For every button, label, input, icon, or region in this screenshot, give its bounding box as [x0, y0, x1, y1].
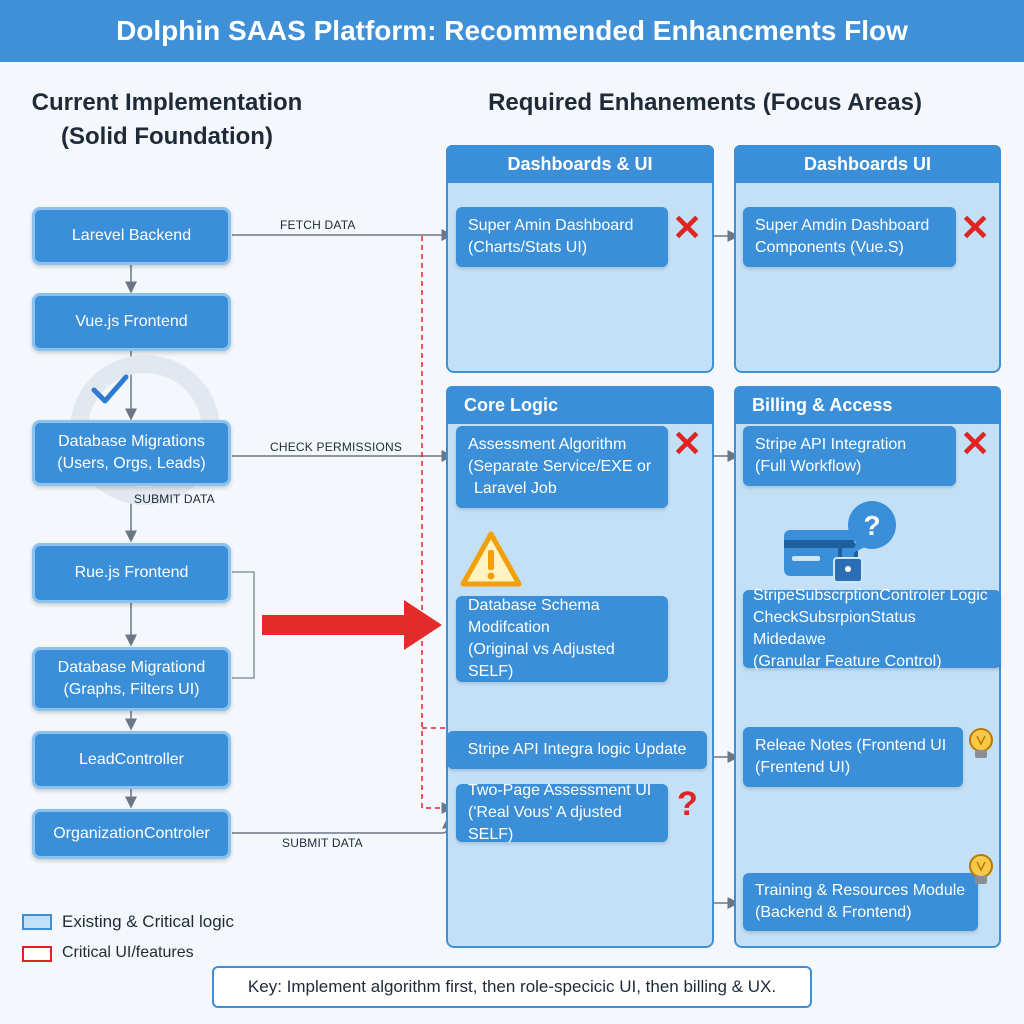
- card-line: Two-Page Assessment UI: [468, 782, 652, 799]
- card-line: (Separate Service/EXE or: [468, 458, 652, 475]
- card-line: Database Schema: [468, 597, 600, 614]
- credit-card-lock-icon: [780, 500, 905, 591]
- panel-dashboards-ui-2-title: Dashboards UI: [734, 145, 1001, 183]
- lightbulb-icon: [966, 726, 996, 769]
- key-note: Key: Implement algorithm first, then rol…: [212, 966, 812, 1008]
- card-line: ('Real Vous' A djusted SELF): [468, 804, 622, 843]
- x-mark-icon: ✕: [960, 423, 991, 464]
- card-super-amin-dashboard[interactable]: Super Amin Dashboard (Charts/Stats UI): [456, 207, 668, 267]
- card-line: Training & Resources Module: [755, 882, 966, 899]
- card-two-page-assessment[interactable]: Two-Page Assessment UI ('Real Vous' A dj…: [456, 782, 668, 843]
- card-stripe-subscription-controller[interactable]: StripeSubscrptionControler Logic CheckSu…: [743, 587, 1001, 670]
- node-laravel-backend[interactable]: Larevel Backend: [32, 207, 231, 265]
- heading-line-1: Current Implementation: [31, 89, 303, 116]
- node-database-migrationd[interactable]: Database Migrationd (Graphs, Filters UI): [32, 647, 231, 711]
- question-mark-icon: ?: [677, 785, 698, 823]
- x-mark-icon: ✕: [672, 423, 703, 464]
- legend-swatch-critical-ui: [22, 946, 52, 962]
- connector-label-check-permissions: CHECK PERMISSIONS: [270, 440, 403, 454]
- card-line: (Frentend UI): [755, 759, 851, 776]
- node-vuejs-frontend[interactable]: Vue.js Frontend: [32, 293, 231, 351]
- card-super-amdin-dashboard-components[interactable]: Super Amdin Dashboard Components (Vue.S): [743, 207, 956, 267]
- card-database-schema[interactable]: Database Schema Modifcation (Original vs…: [456, 596, 668, 682]
- connector-label-submit-vertical: SUBMIT DATA: [134, 492, 215, 506]
- required-enhancements-heading: Required Enhanements (Focus Areas): [488, 89, 922, 116]
- legend-critical-ui: Critical UI/features: [62, 944, 194, 961]
- question-bubble-icon: ?: [843, 500, 901, 563]
- card-line: Stripe API Integration: [755, 436, 907, 453]
- card-line: (Charts/Stats UI): [468, 239, 588, 256]
- panel-dashboards-ui-title: Dashboards & UI: [446, 145, 714, 183]
- node-label: Database Migrations: [58, 433, 205, 450]
- big-red-arrow-icon: [262, 600, 442, 650]
- card-line: Modifcation: [468, 619, 550, 636]
- card-assessment-algorithm[interactable]: Assessment Algorithm (Separate Service/E…: [456, 426, 668, 508]
- node-ruejs-frontend[interactable]: Rue.js Frontend: [32, 543, 231, 603]
- card-line: Super Amin Dashboard: [468, 217, 634, 234]
- node-label: Vue.js Frontend: [75, 313, 188, 330]
- card-line: Super Amdin Dashboard: [755, 217, 930, 234]
- page-title: Dolphin SAAS Platform: Recommended Enhan…: [0, 0, 1024, 62]
- node-label: Rue.js Frontend: [74, 564, 189, 581]
- current-implementation-heading: Current Implementation (Solid Foundation…: [0, 86, 334, 154]
- node-label: Database Migrationd: [57, 659, 206, 676]
- panel-core-logic-title: Core Logic: [446, 386, 714, 424]
- card-line: StripeSubscrptionControler Logic: [753, 587, 988, 604]
- node-label: OrganizationControler: [53, 825, 210, 842]
- card-stripe-api-integra-logic[interactable]: Stripe API Integra logic Update: [447, 731, 707, 769]
- warning-icon: [459, 530, 523, 593]
- legend-existing: Existing & Critical logic: [62, 912, 234, 931]
- node-sublabel: (Graphs, Filters UI): [63, 681, 200, 698]
- node-sublabel: (Users, Orgs, Leads): [57, 455, 206, 472]
- card-line: (Original vs Adjusted SELF): [468, 641, 615, 680]
- card-training-resources[interactable]: Training & Resources Module (Backend & F…: [743, 873, 978, 931]
- x-mark-icon: ✕: [960, 207, 991, 248]
- check-icon: [90, 372, 130, 411]
- x-mark-icon: ✕: [672, 207, 703, 248]
- card-release-notes[interactable]: Releae Notes (Frontend UI (Frentend UI): [743, 727, 963, 787]
- card-line: (Full Workflow): [755, 458, 862, 475]
- card-line: Assessment Algorithm: [468, 436, 627, 453]
- node-label: LeadController: [79, 751, 184, 768]
- card-line: CheckSubsrpionStatus Midedawe: [753, 609, 916, 648]
- card-line: (Backend & Frontend): [755, 904, 912, 921]
- node-organizationcontroler[interactable]: OrganizationControler: [32, 809, 231, 859]
- connector-label-submit-bottom: SUBMIT DATA: [282, 836, 363, 850]
- card-line: Laravel Job: [474, 480, 557, 497]
- card-stripe-api-integration[interactable]: Stripe API Integration (Full Workflow): [743, 426, 956, 486]
- card-line: Components (Vue.S): [755, 239, 904, 256]
- legend-swatch-existing: [22, 914, 52, 930]
- card-line: Releae Notes (Frontend UI: [755, 737, 947, 754]
- node-label: Larevel Backend: [71, 227, 192, 244]
- node-database-migrations[interactable]: Database Migrations (Users, Orgs, Leads): [32, 420, 231, 486]
- heading-line-2: (Solid Foundation): [61, 123, 273, 150]
- panel-billing-access-title: Billing & Access: [734, 386, 1001, 424]
- svg-text:?: ?: [863, 510, 880, 541]
- connector-label-fetch: FETCH DATA: [280, 218, 356, 232]
- node-leadcontroller[interactable]: LeadController: [32, 731, 231, 789]
- card-line: (Granular Feature Control): [753, 653, 942, 670]
- lightbulb-icon: [966, 852, 996, 895]
